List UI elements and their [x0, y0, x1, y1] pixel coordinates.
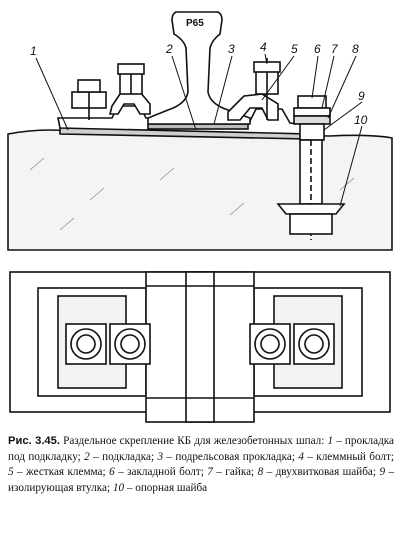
callout-10: 10 — [354, 113, 368, 127]
spring-washer — [293, 115, 331, 125]
figure-caption: Рис. 3.45. Раздельное скрепление КБ для … — [8, 435, 395, 494]
callout-7: 7 — [331, 42, 339, 56]
caption-item-num: 1 — [327, 435, 334, 447]
sleeper-section — [7, 129, 393, 251]
callout-numbers: 1 2 3 4 5 6 7 8 9 10 — [30, 40, 368, 127]
callout-6: 6 — [314, 42, 321, 56]
figure-number: Рис. 3.45. — [8, 435, 60, 447]
caption-item-text: опорная шайба — [135, 481, 208, 494]
callout-1: 1 — [30, 44, 37, 58]
fastening-diagram: Р65 1 2 3 4 5 6 7 8 9 10 — [7, 11, 393, 423]
caption-item-text: жесткая клемма; — [26, 466, 106, 479]
callout-4: 4 — [260, 40, 267, 54]
caption-item-num: 2 — [84, 450, 90, 463]
embedded-bolt-foot — [289, 213, 333, 235]
sleeper-hatching — [29, 157, 355, 231]
caption-item-num: 9 — [379, 466, 386, 479]
caption-item-num: 7 — [207, 466, 213, 479]
rail-type-label: Р65 — [186, 18, 204, 29]
caption-item-text: изолирующая втулка; — [8, 481, 111, 494]
caption-item-text: клеммный болт; — [316, 450, 394, 463]
caption-item-text: двухвитковая шайба; — [275, 466, 377, 479]
callout-5: 5 — [291, 42, 298, 56]
callout-8: 8 — [352, 42, 359, 56]
callout-3: 3 — [228, 42, 235, 56]
caption-item-num: 6 — [109, 466, 115, 479]
callout-2: 2 — [165, 42, 173, 56]
left-anchor-nut — [77, 79, 101, 93]
caption-item-num: 10 — [112, 481, 125, 494]
plan-rail-head — [185, 271, 215, 423]
caption-item-num: 8 — [257, 466, 264, 479]
caption-item-text: подрельсовая прокладка; — [175, 450, 295, 463]
callout-9: 9 — [358, 89, 365, 103]
rail-profile — [147, 11, 251, 125]
figure-title: Раздельное скрепление КБ для железобетон… — [63, 435, 325, 447]
caption-item-text: закладной болт; — [127, 466, 204, 479]
caption-item-num: 5 — [8, 466, 14, 479]
plan-right-bolts — [249, 323, 335, 365]
support-washer — [276, 203, 346, 215]
callout-leaders — [35, 53, 363, 207]
cross-section-view: Р65 1 2 3 4 5 6 7 8 9 10 — [7, 11, 393, 251]
right-anchor-washer — [293, 107, 331, 117]
caption-item-num: 4 — [298, 450, 304, 463]
caption-item-text: подкладка; — [102, 450, 155, 463]
caption-item-text: прокладка под подкладку; — [8, 435, 395, 463]
insulating-bushing — [299, 123, 325, 141]
caption-item-text: гайка; — [225, 466, 255, 479]
caption-item-num: 3 — [157, 450, 164, 463]
plan-left-bolts — [65, 323, 151, 365]
plan-view — [9, 271, 391, 423]
left-clip-nut — [117, 63, 145, 75]
